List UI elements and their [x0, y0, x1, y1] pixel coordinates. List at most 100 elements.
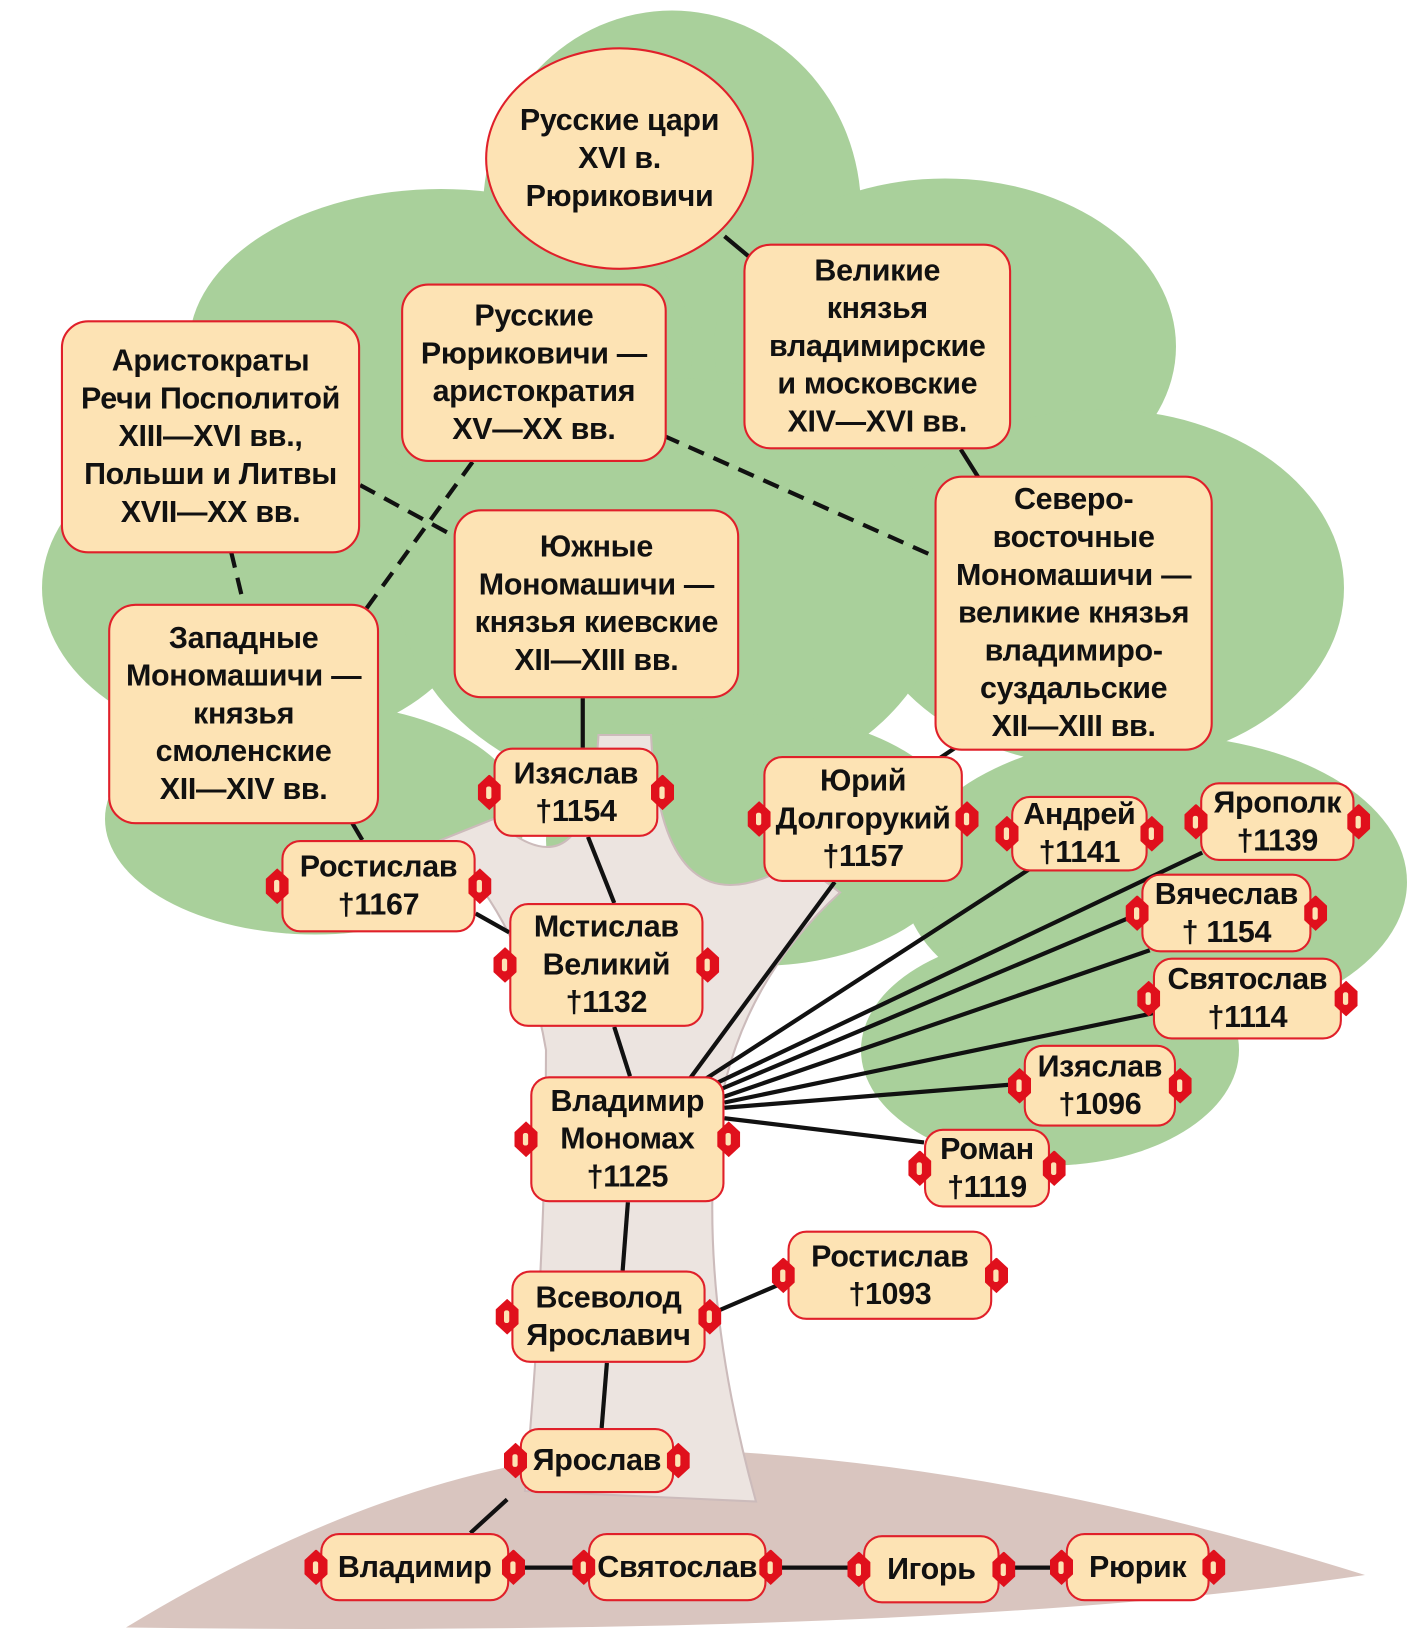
ornament-icon	[908, 1150, 932, 1186]
node-label-line: Вячеслав	[1154, 877, 1299, 911]
ornament-icon	[501, 1549, 525, 1585]
node-andrey: Андрей†1141	[995, 795, 1164, 872]
ornament-icon	[1050, 1549, 1074, 1585]
node-label-line: восточные	[992, 520, 1155, 555]
ornament-icon	[955, 801, 979, 837]
ornament-icon	[984, 1257, 1008, 1294]
ornament-icon	[992, 1551, 1016, 1588]
node-label-line: XII—XIII вв.	[991, 709, 1156, 744]
node-label-line: Мономашичи —	[478, 568, 715, 602]
node-label-line: †1132	[565, 985, 648, 1020]
ornament-icon	[771, 1257, 795, 1294]
node-label-line: Западные	[168, 621, 319, 656]
node-label-line: XV—XX вв.	[452, 412, 616, 447]
node-label-line: XIV—XVI вв.	[787, 405, 968, 439]
ornament-icon	[1168, 1067, 1192, 1104]
node-label-line: суздальские	[979, 672, 1168, 706]
ornament-icon	[1125, 895, 1149, 931]
node-label-line: Мономах	[560, 1122, 695, 1157]
node-label-line: Великий	[542, 948, 671, 982]
node-label-line: XVI в.	[578, 141, 661, 176]
node-label-line: Ярополк	[1213, 785, 1342, 820]
node-label-line: Северо-	[1013, 482, 1134, 517]
ornament-icon	[747, 801, 771, 837]
ornament-icon	[572, 1549, 596, 1585]
node-label-line: Русские цари	[519, 103, 720, 138]
node-label-line: †1093	[848, 1277, 932, 1311]
ornament-icon	[493, 947, 517, 983]
node-label-line: Рюрик	[1089, 1550, 1187, 1584]
ornament-icon	[995, 815, 1019, 852]
node-label-line: †1114	[1207, 1000, 1288, 1035]
node-label-line: Мстислав	[533, 910, 679, 944]
ornament-icon	[698, 1298, 722, 1335]
connector-lines	[228, 234, 1204, 1570]
node-label-line: XII—XIII вв.	[514, 643, 679, 678]
ornament-icon	[1140, 815, 1164, 852]
node-label-line: †1167	[337, 888, 420, 922]
node-label-line: князья	[193, 697, 295, 731]
node-label-line: XVII—XX вв.	[120, 495, 301, 530]
node-label-line: владимиро-	[984, 634, 1163, 668]
node-label-line: и московские	[777, 367, 978, 402]
ornament-icon	[1007, 1067, 1032, 1104]
node-label-line: †1154	[535, 794, 617, 828]
node-vyacheslav: Вячеслав† 1154	[1125, 873, 1328, 953]
node-label-line: смоленские	[155, 734, 332, 769]
ornament-icon	[717, 1121, 741, 1158]
ornament-icon	[1184, 803, 1208, 840]
node-rurik: Рюрик	[1050, 1532, 1226, 1602]
node-label-line: Речи Посполитой	[81, 382, 341, 416]
ornament-icon	[696, 947, 720, 983]
node-label-line: Рюриковичи	[525, 179, 714, 214]
node-label-line: Мономашичи —	[125, 659, 362, 693]
ornament-icon	[847, 1551, 871, 1588]
node-roman: Роман†1119	[908, 1128, 1066, 1208]
node-label-line: Южные	[539, 530, 653, 564]
node-igor: Игорь	[847, 1535, 1016, 1604]
ornament-icon	[1304, 895, 1328, 931]
node-label-line: †1125	[586, 1160, 669, 1194]
node-label-line: владимирские	[768, 329, 986, 364]
node-vladimir: Владимир	[304, 1532, 525, 1602]
ornament-icon	[1347, 803, 1371, 840]
node-label-line: Владимир	[337, 1550, 492, 1584]
ornament-icon	[1137, 980, 1161, 1017]
ornament-icon	[1202, 1549, 1226, 1585]
ornament-icon	[304, 1549, 328, 1585]
ornament-icon	[495, 1298, 519, 1335]
node-label-line: князья киевские	[474, 605, 719, 640]
node-label-line: Ростислав	[299, 850, 458, 885]
node-label-line: Польши и Литвы	[84, 457, 337, 492]
ornament-icon	[503, 1442, 528, 1479]
node-label-line: Роман	[940, 1132, 1034, 1167]
node-label-line: Изяслав	[513, 756, 639, 791]
node-label-line: Долгорукий	[775, 802, 951, 836]
node-yaroslav: Ярослав	[503, 1427, 690, 1494]
node-label-line: Русские	[474, 299, 594, 333]
ornament-icon	[759, 1549, 783, 1585]
node-label-line: Ярослав	[532, 1443, 662, 1478]
node-label-line: †1157	[822, 839, 904, 874]
node-label-line: Рюриковичи —	[420, 337, 647, 371]
node-label-line: Игорь	[887, 1552, 976, 1587]
node-label-line: XIII—XVI вв.,	[118, 419, 303, 454]
node-yaropolk: Ярополк†1139	[1184, 782, 1371, 861]
ornament-icon	[514, 1121, 538, 1158]
node-label-line: †1119	[947, 1170, 1027, 1204]
node-label-line: †1139	[1236, 823, 1319, 858]
node-label-line: Всеволод	[535, 1281, 682, 1315]
node-label-line: Великие	[814, 254, 941, 288]
node-label-line: аристократия	[432, 374, 636, 409]
node-label-line: Аристократы	[111, 344, 310, 378]
